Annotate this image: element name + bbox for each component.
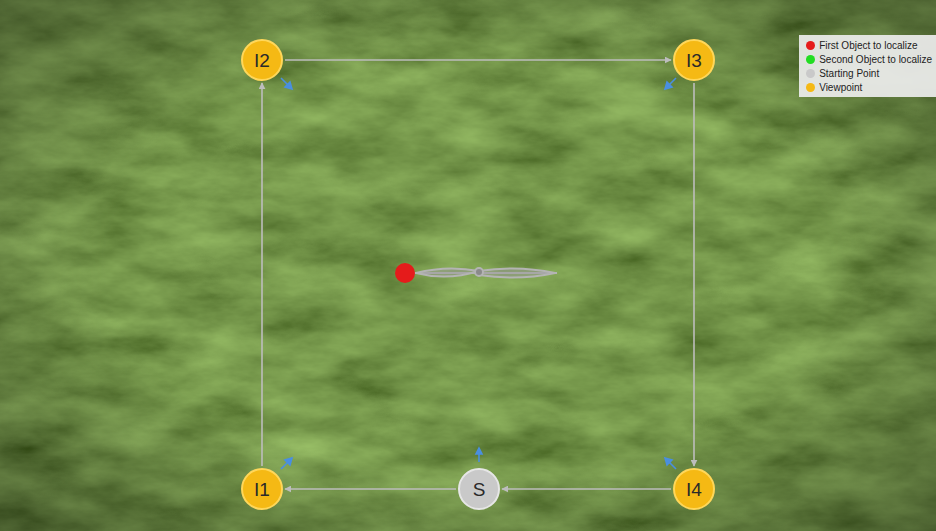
viewpoint-circle: I1 (241, 468, 283, 510)
legend-entry: First Object to localize (806, 38, 932, 52)
view-arrow-head (285, 82, 292, 89)
legend-swatch (806, 55, 815, 64)
path-connector (285, 59, 671, 61)
drone-wing (416, 268, 479, 276)
drone-wing (479, 268, 555, 277)
drone-hub (475, 268, 483, 276)
view-arrow-head (285, 458, 292, 465)
node-label: I1 (254, 480, 270, 499)
drone-object (408, 268, 557, 278)
legend-swatch (806, 69, 815, 78)
view-arrow-head (476, 448, 482, 454)
node-label: I3 (686, 51, 702, 70)
view-direction-arrows (281, 78, 676, 469)
node-label: I2 (254, 51, 270, 70)
legend-text: Viewpoint (819, 82, 862, 93)
legend-entry: Viewpoint (806, 80, 932, 94)
legend-text: Second Object to localize (819, 54, 932, 65)
path-connector (502, 488, 671, 490)
path-connector (261, 83, 263, 466)
view-arrow-head (665, 82, 672, 89)
path-connector (693, 83, 695, 466)
legend-text: Starting Point (819, 68, 879, 79)
path-connector (285, 488, 456, 490)
viewpoint-circle: I2 (241, 39, 283, 81)
view-arrow-head (665, 458, 672, 465)
viewpoint-circle: I3 (673, 39, 715, 81)
node-label: I4 (686, 480, 702, 499)
object-marker (395, 263, 415, 283)
viewpoint-circle: I4 (673, 468, 715, 510)
node-label: S (473, 480, 486, 499)
legend: First Object to localizeSecond Object to… (799, 35, 936, 97)
legend-swatch (806, 83, 815, 92)
start-circle: S (458, 468, 500, 510)
legend-text: First Object to localize (819, 40, 917, 51)
legend-entry: Starting Point (806, 66, 932, 80)
legend-swatch (806, 41, 815, 50)
legend-entry: Second Object to localize (806, 52, 932, 66)
